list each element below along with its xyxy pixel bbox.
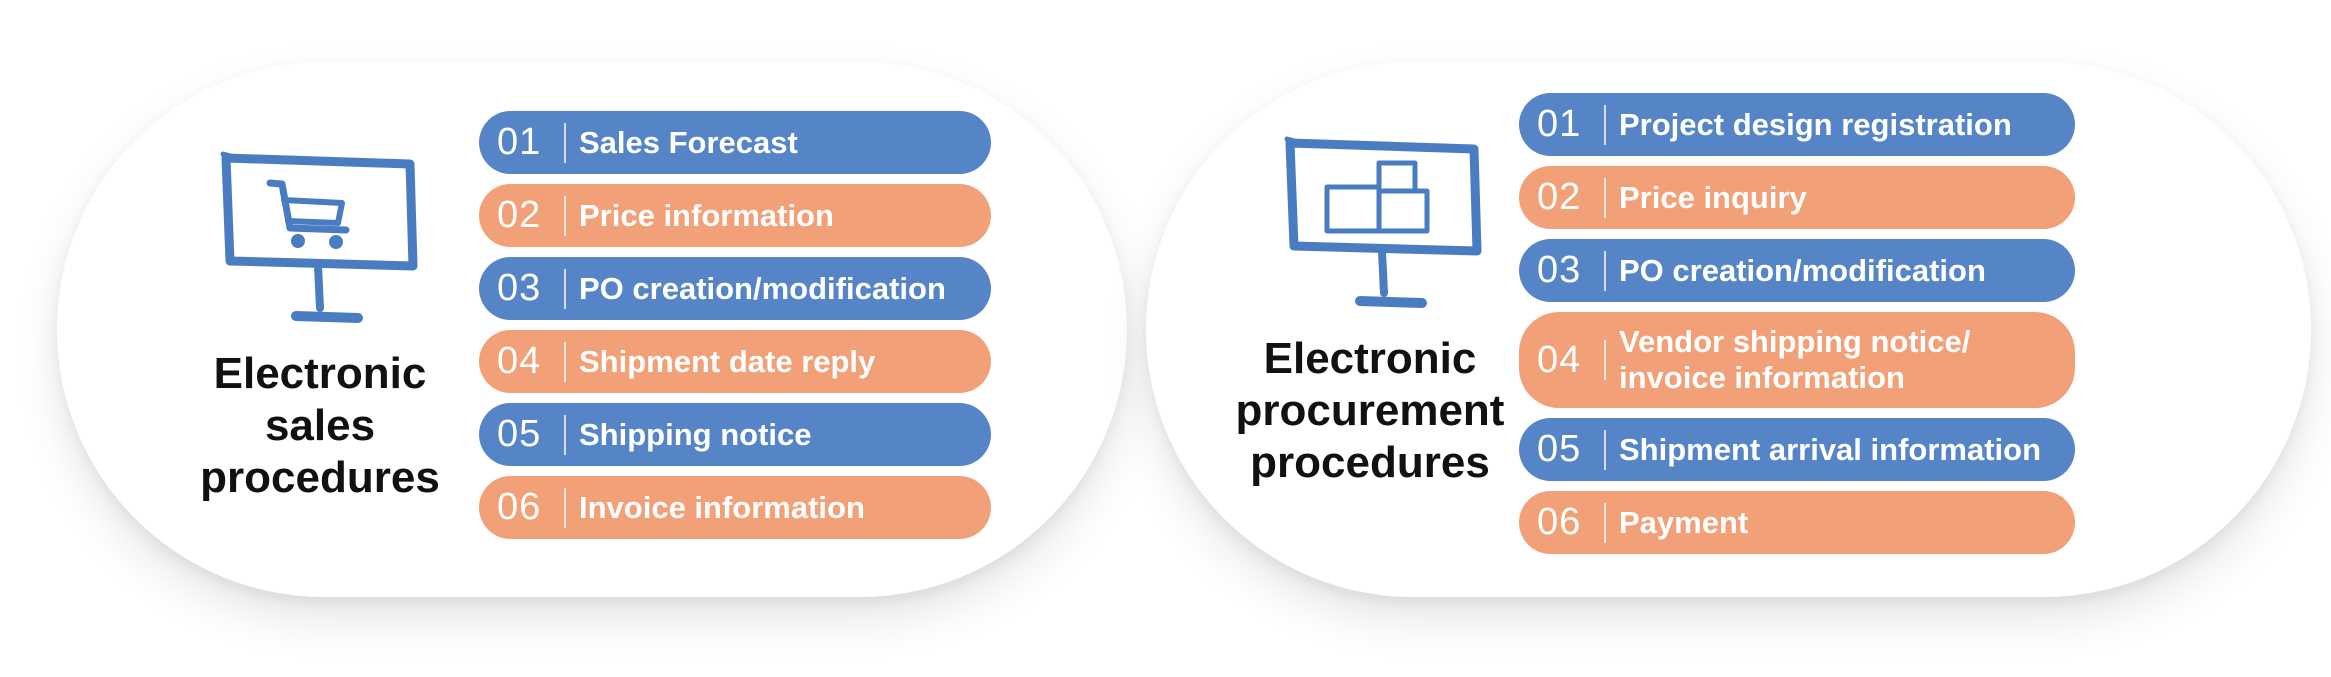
step-divider (564, 268, 566, 309)
step-divider (1604, 502, 1606, 543)
sales-step-2: 02 Price information (479, 184, 991, 247)
step-label: Vendor shipping notice/ invoice informat… (1619, 324, 1970, 396)
procurement-step-2: 02 Price inquiry (1519, 166, 2075, 229)
step-label: PO creation/modification (579, 270, 946, 306)
procurement-title-line-3: procedures (1250, 438, 1490, 487)
sales-step-6: 06 Invoice information (479, 476, 991, 539)
step-number: 04 (497, 340, 542, 382)
step-number: 03 (497, 267, 542, 309)
sales-step-3: 03 PO creation/modification (479, 257, 991, 320)
step-label-line-2: invoice information (1619, 360, 1905, 395)
monitor-boxes-icon (1282, 133, 1487, 319)
step-number: 01 (497, 121, 542, 163)
step-number: 04 (1537, 338, 1582, 381)
step-label: Shipment arrival information (1619, 431, 2042, 467)
step-label: Invoice information (579, 489, 865, 525)
sales-step-5: 05 Shipping notice (479, 403, 991, 466)
sales-title-line-3: procedures (200, 453, 440, 502)
step-divider (564, 341, 566, 382)
procurement-steps-list: 01 Project design registration 02 Price … (1519, 93, 2075, 564)
step-divider (1604, 340, 1606, 380)
step-label: Payment (1619, 504, 1749, 540)
procurement-title-line-2: procurement (1235, 386, 1505, 435)
procurement-step-4: 04 Vendor shipping notice/ invoice infor… (1519, 312, 2075, 408)
sales-title-line-1: Electronic (213, 349, 427, 398)
step-label: Sales Forecast (579, 124, 798, 160)
step-divider (564, 414, 566, 455)
step-number: 03 (1537, 249, 1582, 291)
step-label: Price inquiry (1619, 179, 1807, 215)
sales-step-4: 04 Shipment date reply (479, 330, 991, 393)
procurement-step-3: 03 PO creation/modification (1519, 239, 2075, 302)
procurement-title-line-1: Electronic (1263, 334, 1477, 383)
step-number: 06 (497, 486, 542, 528)
step-number: 05 (1537, 428, 1582, 470)
step-label: Project design registration (1619, 106, 2012, 142)
step-number: 05 (497, 413, 542, 455)
sales-title-line-2: sales (264, 401, 376, 450)
procurement-section-title: Electronic procurement procedures (1215, 333, 1525, 489)
step-divider (564, 487, 566, 528)
step-number: 02 (1537, 176, 1582, 218)
step-label: Price information (579, 197, 834, 233)
procurement-step-1: 01 Project design registration (1519, 93, 2075, 156)
procurement-step-5: 05 Shipment arrival information (1519, 418, 2075, 481)
step-divider (1604, 250, 1606, 291)
sales-step-1: 01 Sales Forecast (479, 111, 991, 174)
sales-section-title: Electronic sales procedures (170, 348, 470, 504)
step-label: Shipping notice (579, 416, 812, 452)
step-divider (1604, 429, 1606, 470)
monitor-cart-icon (218, 148, 423, 334)
sales-steps-list: 01 Sales Forecast 02 Price information 0… (479, 111, 991, 549)
step-divider (1604, 177, 1606, 218)
step-label-line-1: Vendor shipping notice/ (1619, 324, 1971, 359)
step-label: Shipment date reply (579, 343, 876, 379)
step-number: 02 (497, 194, 542, 236)
step-label: PO creation/modification (1619, 252, 1986, 288)
step-number: 01 (1537, 103, 1582, 145)
step-divider (1604, 104, 1606, 145)
step-number: 06 (1537, 501, 1582, 543)
step-divider (564, 122, 566, 163)
step-divider (564, 195, 566, 236)
procurement-step-6: 06 Payment (1519, 491, 2075, 554)
